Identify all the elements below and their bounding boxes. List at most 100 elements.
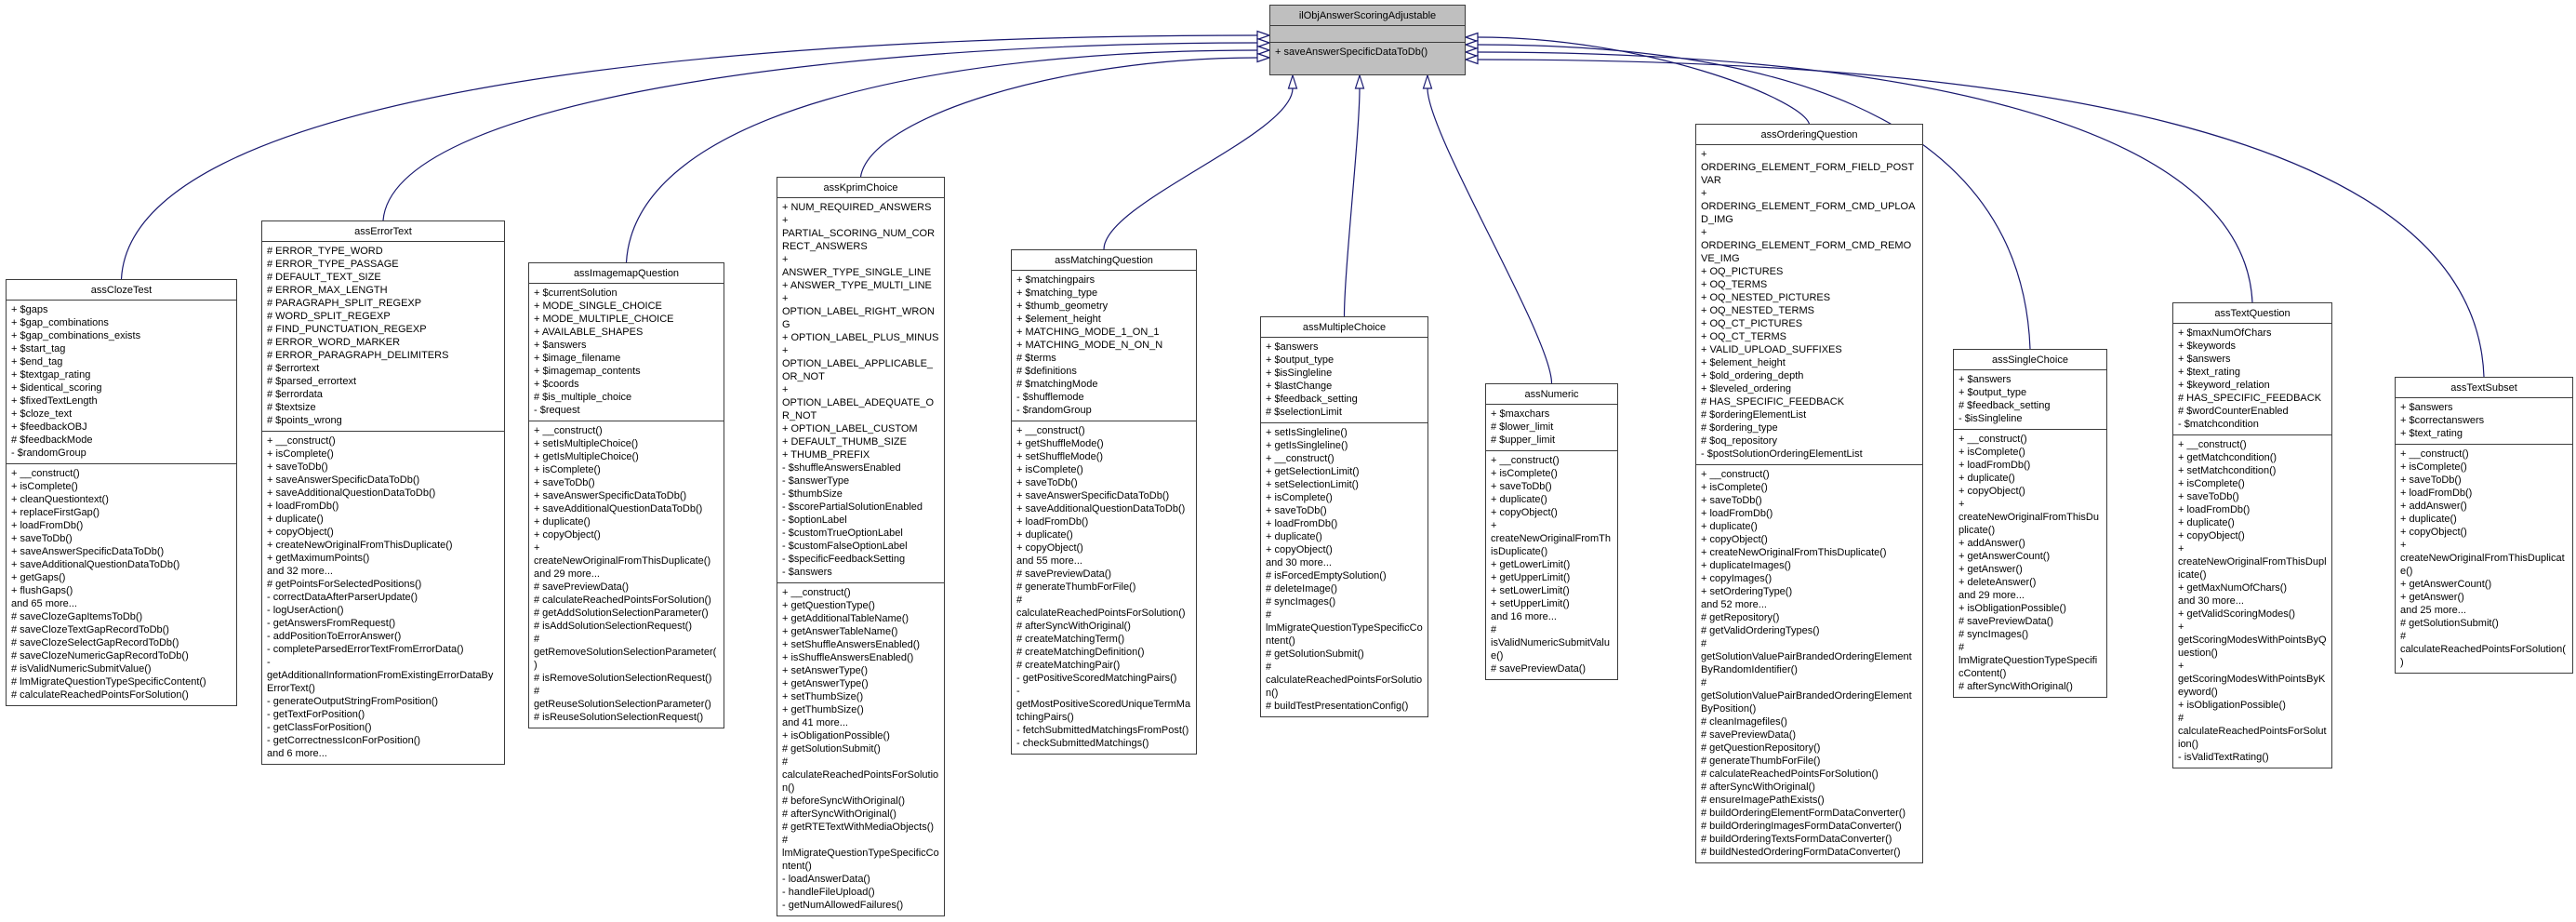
- method-row: # afterSyncWithOriginal(): [1959, 681, 2073, 692]
- method-row: + getShuffleMode(): [1016, 438, 1104, 449]
- attribute-row: + MATCHING_MODE_N_ON_N: [1016, 340, 1163, 351]
- attribute-row: # $upper_limit: [1491, 434, 1556, 446]
- class-box-assKprimChoice[interactable]: assKprimChoice + NUM_REQUIRED_ANSWERS+ P…: [777, 177, 945, 916]
- class-box-assSingleChoice[interactable]: assSingleChoice + $answers+ $output_type…: [1953, 349, 2107, 698]
- method-row: # getAddSolutionSelectionParameter(): [534, 608, 709, 619]
- attribute-row: + $textgap_rating: [11, 369, 91, 381]
- attribute-row: + $gap_combinations: [11, 317, 109, 328]
- method-row: + loadFromDb(): [1959, 460, 2031, 471]
- method-row: + duplicateImages(): [1701, 560, 1791, 571]
- attribute-row: # PARAGRAPH_SPLIT_REGEXP: [267, 298, 422, 309]
- method-row: + getValidScoringModes(): [2178, 608, 2296, 620]
- class-box-assNumeric[interactable]: assNumeric + $maxchars# $lower_limit# $u…: [1485, 383, 1618, 680]
- method-row: + copyObject(): [1701, 534, 1768, 545]
- method-row: # lmMigrateQuestionTypeSpecificContent(): [1266, 609, 1423, 647]
- attribute-row: + $output_type: [1959, 387, 2027, 398]
- method-row: + saveAnswerSpecificDataToDb(): [534, 490, 687, 501]
- method-row: + duplicate(): [2400, 514, 2457, 525]
- attribute-row: # $orderingElementList: [1701, 409, 1807, 421]
- method-row: + isComplete(): [1266, 492, 1333, 503]
- class-attributes: + $answers+ $output_type+ $isSingleline+…: [1261, 338, 1427, 423]
- attribute-row: - $specificFeedbackSetting: [782, 554, 906, 565]
- class-attributes: [1270, 26, 1465, 43]
- method-row: # buildOrderingElementFormDataConverter(…: [1701, 808, 1906, 819]
- method-row: + getIsMultipleChoice(): [534, 451, 639, 462]
- class-title: assKprimChoice: [777, 178, 944, 198]
- method-row: + duplicate(): [1016, 529, 1073, 541]
- method-row: # getSolutionSubmit(): [2400, 618, 2499, 629]
- inheritance-arrowhead: [1464, 39, 1479, 50]
- attribute-row: - $thumbSize: [782, 488, 843, 500]
- class-box-assImagemapQuestion[interactable]: assImagemapQuestion + $currentSolution+ …: [528, 262, 724, 728]
- method-row: + loadFromDb(): [267, 501, 339, 512]
- inheritance-edge-assErrorText: [382, 42, 1258, 221]
- method-row: # savePreviewData(): [1491, 663, 1587, 675]
- method-row: # calculateReachedPointsForSolution(): [1266, 661, 1423, 699]
- attribute-row: + $element_height: [1016, 314, 1101, 325]
- attribute-row: + THUMB_PREFIX: [782, 449, 870, 461]
- attribute-row: # $feedbackMode: [11, 434, 93, 446]
- class-box-ilObjAnswerScoringAdjustable[interactable]: ilObjAnswerScoringAdjustable + saveAnswe…: [1269, 5, 1466, 75]
- method-row: + getMatchcondition(): [2178, 452, 2277, 463]
- inheritance-edge-assMultipleChoice: [1343, 87, 1361, 317]
- attribute-row: # ERROR_WORD_MARKER: [267, 337, 401, 348]
- method-row: + getAnswer(): [1959, 564, 2023, 575]
- method-row: + saveAnswerSpecificDataToDb(): [11, 546, 165, 557]
- method-row: # isValidNumericSubmitValue(): [11, 663, 152, 675]
- class-methods: + __construct()+ getShuffleMode()+ setSh…: [1012, 421, 1196, 754]
- attribute-row: + OPTION_LABEL_RIGHT_WRONG: [782, 293, 935, 330]
- attribute-row: # $selectionLimit: [1266, 407, 1342, 418]
- class-box-assErrorText[interactable]: assErrorText # ERROR_TYPE_WORD# ERROR_TY…: [261, 220, 505, 765]
- class-title: assMatchingQuestion: [1012, 250, 1196, 271]
- method-row: + isObligationPossible(): [1959, 603, 2066, 614]
- attribute-row: + OPTION_LABEL_CUSTOM: [782, 423, 918, 434]
- class-box-assMatchingQuestion[interactable]: assMatchingQuestion + $matchingpairs+ $m…: [1011, 249, 1197, 755]
- class-box-assOrderingQuestion[interactable]: assOrderingQuestion + ORDERING_ELEMENT_F…: [1695, 124, 1923, 863]
- class-methods: + __construct()+ isComplete()+ saveToDb(…: [2396, 445, 2572, 673]
- method-row: # getReuseSolutionSelectionParameter(): [534, 686, 711, 710]
- inheritance-arrowhead: [1287, 73, 1298, 89]
- class-title: assMultipleChoice: [1261, 317, 1427, 338]
- attribute-row: + $coords: [534, 379, 579, 390]
- method-row: + isComplete(): [2178, 478, 2245, 489]
- method-row: + saveAdditionalQuestionDataToDb(): [534, 503, 703, 514]
- class-box-assTextQuestion[interactable]: assTextQuestion + $maxNumOfChars+ $keywo…: [2172, 302, 2332, 768]
- method-row: + saveToDb(): [534, 477, 595, 488]
- class-box-assTextSubset[interactable]: assTextSubset + $answers+ $correctanswer…: [2395, 377, 2573, 674]
- attribute-row: # DEFAULT_TEXT_SIZE: [267, 272, 381, 283]
- attribute-row: # ERROR_PARAGRAPH_DELIMITERS: [267, 350, 449, 361]
- method-row: + duplicate(): [1959, 473, 2015, 484]
- method-row: + getAnswerCount(): [2400, 579, 2492, 590]
- attribute-row: + $answers: [1959, 374, 2012, 385]
- method-row: and 25 more...: [2400, 605, 2466, 616]
- method-row: # saveClozeNumericGapRecordToDb(): [11, 650, 189, 661]
- method-row: + __construct(): [1266, 453, 1334, 464]
- method-row: + getMaxNumOfChars(): [2178, 582, 2288, 594]
- method-row: - checkSubmittedMatchings(): [1016, 738, 1149, 749]
- class-box-assMultipleChoice[interactable]: assMultipleChoice + $answers+ $output_ty…: [1260, 316, 1428, 717]
- method-row: and 41 more...: [782, 717, 848, 728]
- method-row: + isComplete(): [1491, 468, 1558, 479]
- method-row: # savePreviewData(): [1701, 729, 1797, 741]
- method-row: + deleteAnswer(): [1959, 577, 2037, 588]
- method-row: + copyObject(): [1491, 507, 1558, 518]
- class-attributes: + $maxchars# $lower_limit# $upper_limit: [1486, 405, 1617, 451]
- method-row: + loadFromDb(): [2400, 488, 2473, 499]
- attribute-row: # ERROR_MAX_LENGTH: [267, 285, 388, 296]
- method-row: + getAnswerTableName(): [782, 626, 898, 637]
- attribute-row: + PARTIAL_SCORING_NUM_CORRECT_ANSWERS: [782, 215, 936, 252]
- method-row: + __construct(): [11, 468, 80, 479]
- attribute-row: - $postSolutionOrderingElementList: [1701, 448, 1863, 460]
- method-row: + flushGaps(): [11, 585, 73, 596]
- method-row: - getPositiveScoredMatchingPairs(): [1016, 673, 1177, 684]
- attribute-row: # $textsize: [267, 402, 316, 413]
- class-title: assClozeTest: [7, 280, 236, 301]
- class-box-assClozeTest[interactable]: assClozeTest + $gaps+ $gap_combinations+…: [6, 279, 237, 706]
- class-attributes: + $answers+ $output_type# $feedback_sett…: [1954, 370, 2106, 430]
- method-row: and 30 more...: [1266, 557, 1332, 568]
- method-row: + saveToDb(): [11, 533, 73, 544]
- method-row: + setSelectionLimit(): [1266, 479, 1359, 490]
- inheritance-edge-assMatchingQuestion: [1103, 87, 1294, 250]
- method-row: + setShuffleMode(): [1016, 451, 1104, 462]
- class-methods: + __construct()+ setIsMultipleChoice()+ …: [529, 421, 724, 728]
